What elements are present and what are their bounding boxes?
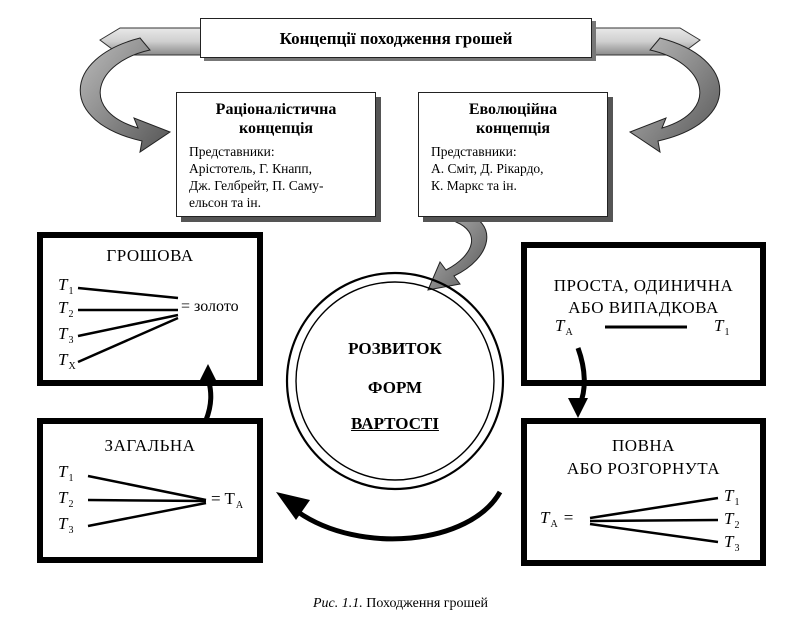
money-line-1 — [77, 286, 179, 300]
center-label-line3: ВАРТОСТІ — [351, 414, 439, 433]
evolution-to-circle-arrow — [427, 211, 488, 291]
money-form-box: ГРОШОВА — [37, 232, 263, 386]
money-form-title: ГРОШОВА — [106, 246, 194, 265]
simple-form-title-line1: ПРОСТА, ОДИНИЧНА — [553, 276, 734, 295]
title-box: Концепції походження грошей — [200, 18, 592, 58]
evolution-reps-line1: А. Сміт, Д. Рікардо, — [431, 161, 544, 176]
money-form-result: = золото — [181, 298, 239, 315]
money-line-3 — [77, 313, 179, 338]
page-title: Концепції походження грошей — [279, 29, 513, 48]
simple-form-box: ПРОСТА, ОДИНИЧНА АБО ВИПАДКОВА — [521, 242, 766, 386]
evolution-header-line2: концепція — [475, 120, 551, 137]
evolution-header-line1: Еволюційна — [468, 101, 558, 118]
bottom-curve-arrow — [296, 490, 503, 542]
figure-caption: Рис. 1.1. Походження грошей — [0, 596, 801, 612]
rational-reps-line1: Арістотель, Г. Кнапп, — [189, 161, 312, 176]
general-form-title: ЗАГАЛЬНА — [104, 436, 196, 455]
full-symbol-2: T2 — [724, 509, 740, 531]
general-form-result: = TA — [211, 489, 244, 511]
general-line-3 — [87, 501, 207, 528]
full-form-box: ПОВНА АБО РОЗГОРНУТА — [521, 418, 766, 566]
center-ring-inner — [295, 281, 495, 481]
general-symbol-2: T2 — [58, 488, 74, 510]
right-curve-arrow — [628, 37, 721, 154]
rational-reps-line2: Дж. Гелбрейт, П. Саму- — [189, 178, 324, 193]
money-line-4 — [77, 316, 179, 364]
left-curve-arrow — [79, 37, 172, 154]
evolution-concept-box: Еволюційна концепція Представники: А. См… — [418, 92, 608, 217]
full-form-title-line1: ПОВНА — [612, 436, 675, 455]
general-form-box: ЗАГАЛЬНА — [37, 418, 263, 563]
full-line-3 — [589, 522, 719, 544]
money-symbol-4: TX — [58, 350, 76, 372]
simple-form-title-line2: АБО ВИПАДКОВА — [568, 298, 719, 317]
full-symbol-3: T3 — [724, 532, 740, 554]
full-symbol-1: T1 — [724, 486, 740, 508]
rational-reps-line3: ельсон та ін. — [189, 195, 262, 210]
general-line-2 — [87, 498, 207, 503]
rational-header-line2: концепція — [238, 120, 314, 137]
rational-header-line1: Раціоналістична — [215, 101, 337, 118]
general-symbol-3: T3 — [58, 514, 74, 536]
rational-reps-label: Представники: — [189, 144, 275, 159]
center-label-line2: ФОРМ — [367, 378, 423, 397]
evolution-reps-label: Представники: — [431, 144, 517, 159]
simple-left-symbol: TA — [555, 316, 573, 338]
general-line-1 — [87, 474, 207, 502]
center-label-line1: РОЗВИТОК — [348, 339, 442, 358]
figure-caption-text: Походження грошей — [362, 596, 489, 611]
full-form-title-line2: АБО РОЗГОРНУТА — [566, 459, 721, 478]
general-symbol-1: T1 — [58, 462, 74, 484]
money-symbol-2: T2 — [58, 298, 74, 320]
full-left-symbol: TA= — [540, 508, 574, 530]
bottom-curve-arrowhead — [276, 492, 310, 520]
money-symbol-1: T1 — [58, 275, 74, 297]
figure-caption-label: Рис. 1.1. — [312, 596, 363, 611]
general-to-money-arrowhead — [198, 364, 218, 384]
money-symbol-3: T3 — [58, 324, 74, 346]
center-ring-outer — [285, 271, 505, 491]
simple-right-symbol: T1 — [714, 316, 730, 338]
full-line-1 — [589, 496, 719, 520]
evolution-reps-line2: К. Маркс та ін. — [431, 178, 517, 193]
rational-concept-box: Раціоналістична концепція Представники: … — [176, 92, 376, 217]
full-line-2 — [589, 518, 719, 523]
simple-to-full-arrowhead — [568, 398, 588, 418]
